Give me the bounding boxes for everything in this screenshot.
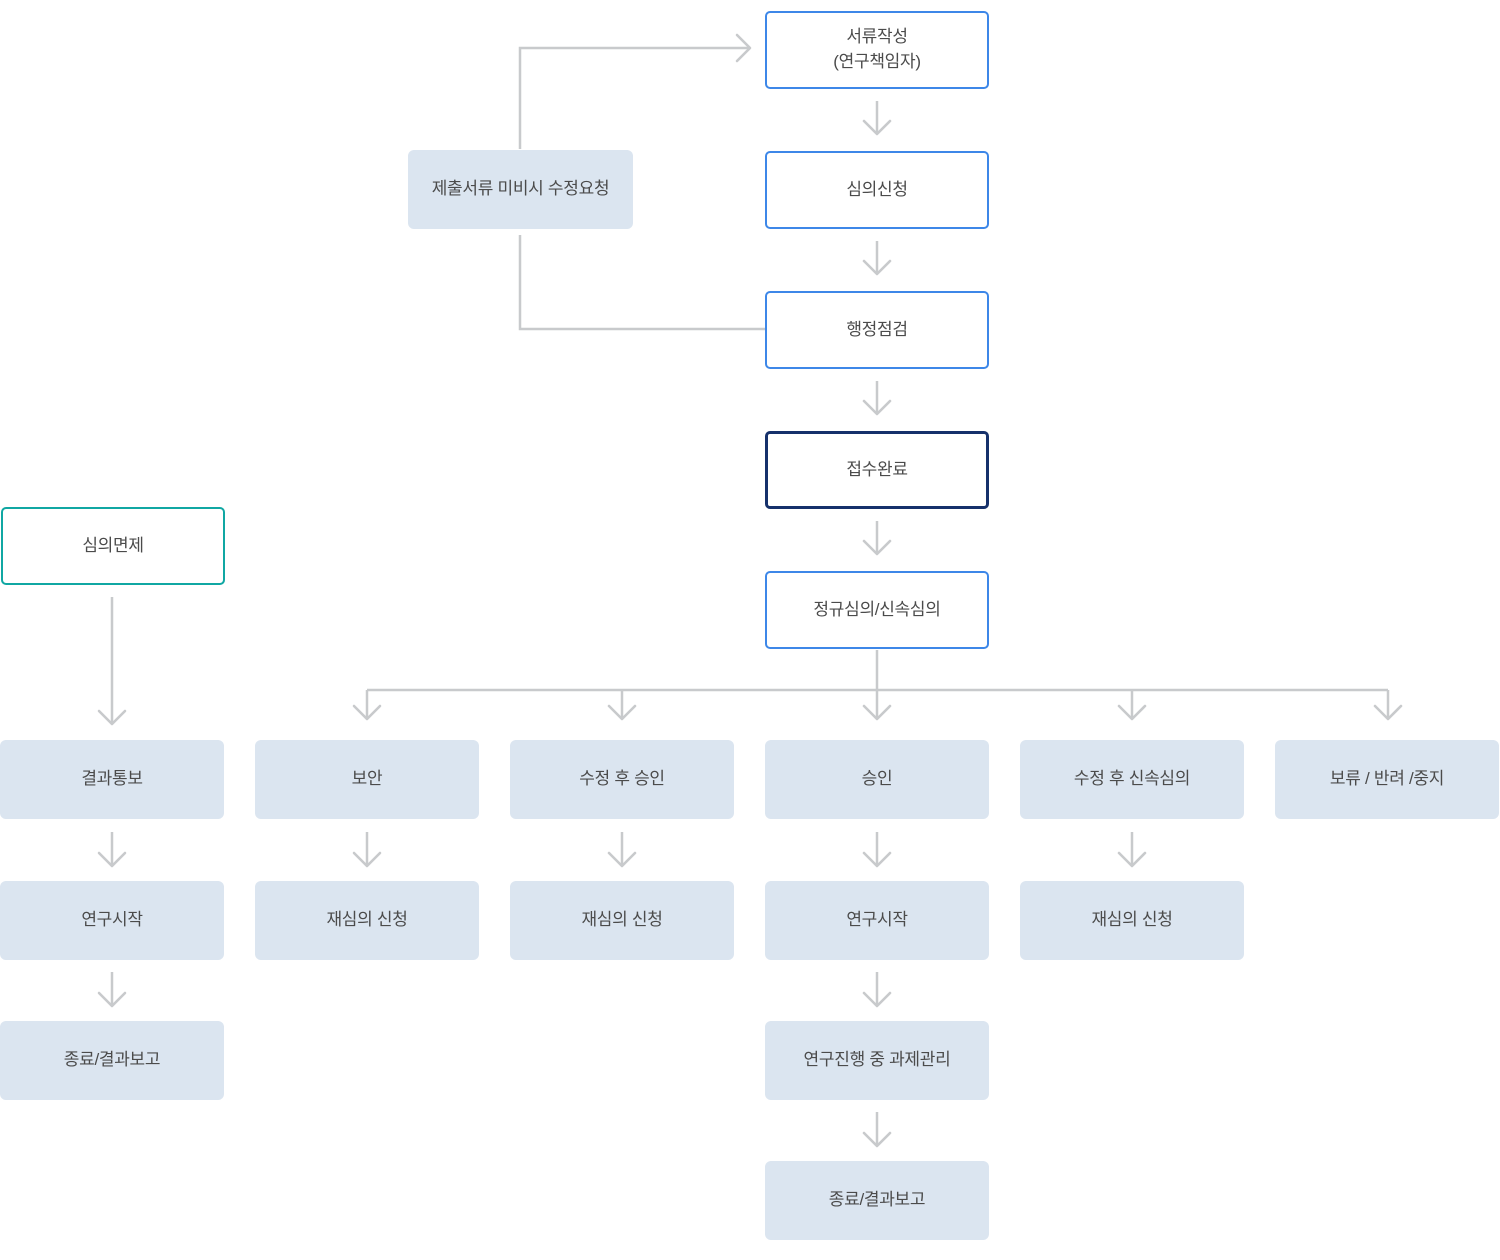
- node-end-report-center: 종료/결과보고: [765, 1161, 989, 1240]
- node-label: 종료/결과보고: [828, 1190, 926, 1210]
- node-doc-write: 서류작성 (연구책임자): [765, 11, 989, 89]
- node-label: 재심의 신청: [581, 910, 663, 930]
- node-label: 수정 후 신속심의: [1073, 769, 1191, 789]
- node-rereview-supplement: 재심의 신청: [255, 881, 479, 960]
- node-label: 보안: [351, 769, 383, 789]
- node-research-start-center: 연구시작: [765, 881, 989, 960]
- node-rereview-revision: 재심의 신청: [510, 881, 734, 960]
- node-label: 연구진행 중 과제관리: [803, 1050, 951, 1070]
- arrow-revision-to-docwrite: [518, 33, 752, 149]
- node-rereview-expedited: 재심의 신청: [1020, 881, 1244, 960]
- node-label: 재심의 신청: [326, 910, 408, 930]
- node-revision-request: 제출서류 미비시 수정요청: [408, 150, 633, 229]
- node-label: 연구시작: [81, 910, 143, 930]
- node-review-apply: 심의신청: [765, 151, 989, 229]
- node-label: 서류작성 (연구책임자): [833, 27, 921, 71]
- node-label: 결과통보: [81, 769, 143, 789]
- node-expedited-after-revision: 수정 후 신속심의: [1020, 740, 1244, 819]
- node-approval-after-revision: 수정 후 승인: [510, 740, 734, 819]
- line-admincheck-to-revision: [518, 235, 765, 331]
- node-label: 정규심의/신속심의: [813, 599, 941, 619]
- node-label: 보류 / 반려 /중지: [1329, 769, 1445, 789]
- node-hold-reject-stop: 보류 / 반려 /중지: [1275, 740, 1499, 819]
- node-research-start-left: 연구시작: [0, 881, 224, 960]
- node-admin-check: 행정점검: [765, 291, 989, 369]
- node-end-report-left: 종료/결과보고: [0, 1021, 224, 1100]
- node-regular-review: 정규심의/신속심의: [765, 571, 989, 649]
- node-label: 접수완료: [846, 459, 908, 479]
- node-label: 연구시작: [846, 910, 908, 930]
- node-approval: 승인: [765, 740, 989, 819]
- node-review-exempt: 심의면제: [1, 507, 225, 585]
- node-result-notify: 결과통보: [0, 740, 224, 819]
- node-label: 수정 후 승인: [579, 769, 665, 789]
- node-label: 승인: [861, 769, 893, 789]
- node-label: 제출서류 미비시 수정요청: [431, 179, 610, 199]
- node-label: 종료/결과보고: [63, 1050, 161, 1070]
- node-label: 재심의 신청: [1091, 910, 1173, 930]
- node-task-management: 연구진행 중 과제관리: [765, 1021, 989, 1100]
- node-supplement: 보안: [255, 740, 479, 819]
- node-label: 심의신청: [846, 179, 908, 199]
- node-label: 행정점검: [846, 319, 908, 339]
- node-receipt-complete: 접수완료: [765, 431, 989, 509]
- node-label: 심의면제: [82, 535, 144, 555]
